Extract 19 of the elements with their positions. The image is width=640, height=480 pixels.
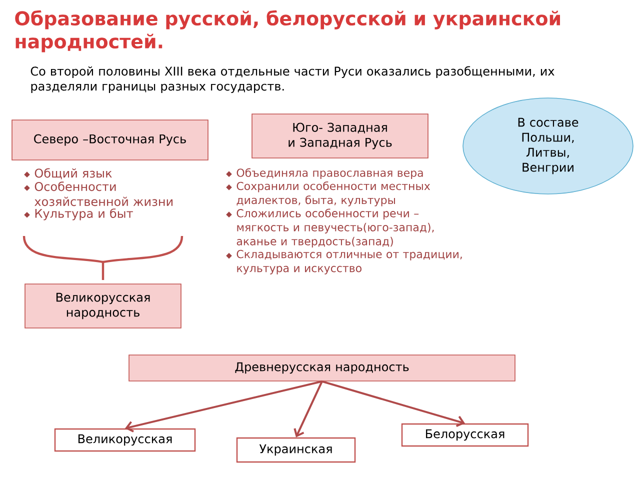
process-box: Северо –Восточная Русь xyxy=(12,120,208,160)
bullet-item: Общий язык xyxy=(24,168,112,180)
result-box: Украинская xyxy=(236,437,356,463)
arrow xyxy=(322,380,465,427)
bullet-item: Складываются отличные от традиции, культура и искусство xyxy=(226,250,462,274)
bullet-item: Сохранили особенности местных диалектов, быта, культуры xyxy=(226,181,430,206)
bullet-item: Объединяла православная вера xyxy=(226,168,423,180)
arrow xyxy=(125,380,322,432)
process-box: Юго- Западная и Западная Русь xyxy=(252,114,428,158)
bullet-item: Сложились особенности речи – мягкость и певучесть(юго-запад), аканье и твердость(запад) xyxy=(226,208,434,248)
result-box: Великорусская xyxy=(54,428,196,452)
bullet-item: Культура и быт xyxy=(24,208,133,220)
process-box: Древнерусская народность xyxy=(128,354,516,382)
result-box: Белорусская xyxy=(401,423,529,447)
process-box: Великорусская народность xyxy=(24,284,182,328)
bullet-item: Особенности хозяйственной жизни xyxy=(24,182,172,206)
intro-text: Со второй половины XIII века отдельные части Руси оказались разобщенными, их разделяли границы разных государств. xyxy=(30,66,554,94)
title: Образование русской, белорусской и украинской народностей. xyxy=(15,10,560,52)
arrow xyxy=(294,380,323,438)
